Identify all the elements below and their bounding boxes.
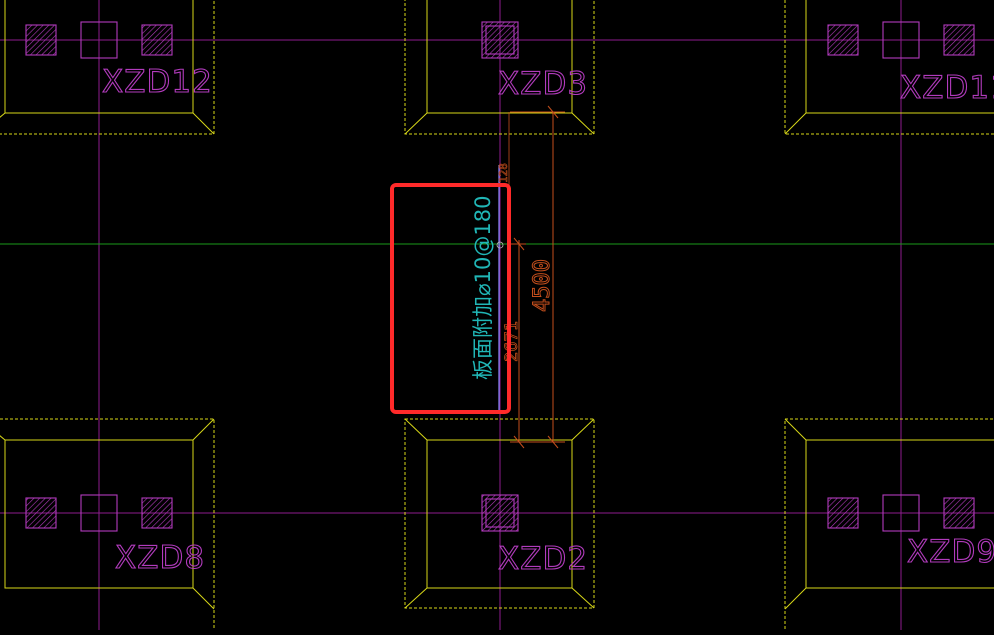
cap-inner-outline bbox=[805, 0, 994, 114]
pile-cap-xzd9[interactable] bbox=[784, 418, 994, 635]
pile-hatched bbox=[481, 21, 519, 59]
cap-corner-line bbox=[192, 418, 215, 441]
cap-outer-outline bbox=[0, 0, 215, 135]
pile-hatched bbox=[827, 497, 859, 529]
pile-group-xzd12 bbox=[25, 21, 173, 59]
pile-hatched bbox=[25, 497, 57, 529]
dim-tick bbox=[513, 435, 525, 449]
pile-hatched bbox=[827, 24, 859, 56]
cap-corner-line bbox=[0, 435, 6, 441]
cap-inner-outline bbox=[426, 439, 573, 589]
cap-outer-outline bbox=[404, 0, 595, 135]
pile-inner bbox=[485, 498, 515, 528]
cap-corner-line bbox=[571, 587, 595, 609]
pile-group-xzd11 bbox=[827, 21, 975, 59]
cap-corner-line bbox=[404, 112, 428, 135]
pile-cap-xzd8[interactable] bbox=[0, 418, 215, 635]
cap-inner-outline bbox=[4, 439, 194, 589]
pile-cap-xzd2[interactable] bbox=[404, 418, 595, 609]
dim-tick bbox=[547, 105, 559, 119]
cap-outer-outline bbox=[404, 418, 595, 609]
cap-inner-outline bbox=[426, 0, 573, 114]
cap-label-xzd9: XZD9 bbox=[907, 534, 994, 570]
pile-group-xzd9 bbox=[827, 494, 975, 532]
cap-label-xzd11: XZD11 bbox=[900, 70, 994, 106]
rebar-node bbox=[496, 241, 504, 249]
pile-hatched bbox=[25, 24, 57, 56]
cap-corner-line bbox=[571, 112, 595, 135]
dim-text-total: 4500 bbox=[530, 259, 555, 312]
cap-corner-line bbox=[404, 418, 428, 441]
pile-group-xzd3 bbox=[481, 21, 519, 59]
pile-inner bbox=[485, 25, 515, 55]
cap-outer-outline bbox=[784, 418, 994, 635]
pile-hatched bbox=[943, 497, 975, 529]
cap-corner-line bbox=[571, 418, 595, 441]
dim-tick bbox=[513, 237, 525, 251]
pile-cap-xzd3[interactable] bbox=[404, 0, 595, 135]
pile-group-xzd2 bbox=[481, 494, 519, 532]
cap-corner-line bbox=[192, 112, 215, 135]
pile-hatched bbox=[481, 494, 519, 532]
cap-corner-line bbox=[784, 418, 807, 441]
rebar-annotation[interactable]: 板面附加⌀10@180 bbox=[471, 196, 495, 380]
cap-corner-line bbox=[784, 112, 807, 135]
pile-group-xzd8 bbox=[25, 494, 173, 532]
column-section bbox=[882, 21, 920, 59]
cap-corner-line bbox=[784, 587, 807, 610]
column-section bbox=[80, 21, 118, 59]
dim-text-small: 128 bbox=[497, 163, 510, 183]
cap-label-xzd2: XZD2 bbox=[498, 541, 588, 577]
pile-hatched bbox=[141, 24, 173, 56]
dim-text-part: 2671 bbox=[502, 321, 522, 362]
pile-hatched bbox=[943, 24, 975, 56]
cap-corner-line bbox=[0, 112, 6, 118]
cap-label-xzd8: XZD8 bbox=[115, 540, 205, 576]
cap-outer-outline bbox=[0, 418, 215, 635]
dim-tick bbox=[547, 435, 559, 449]
cap-corner-line bbox=[192, 587, 215, 610]
pile-cap-xzd11[interactable] bbox=[784, 0, 994, 135]
cap-label-xzd3: XZD3 bbox=[498, 66, 588, 102]
cap-inner-outline bbox=[805, 439, 994, 589]
pile-hatched bbox=[141, 497, 173, 529]
column-section bbox=[882, 494, 920, 532]
pile-cap-xzd12[interactable] bbox=[0, 0, 215, 135]
cap-label-xzd12: XZD12 bbox=[102, 64, 213, 100]
highlight-box[interactable] bbox=[390, 183, 511, 414]
cap-corner-line bbox=[404, 587, 428, 609]
column-section bbox=[80, 494, 118, 532]
cap-inner-outline bbox=[4, 0, 194, 114]
cap-outer-outline bbox=[784, 0, 994, 135]
